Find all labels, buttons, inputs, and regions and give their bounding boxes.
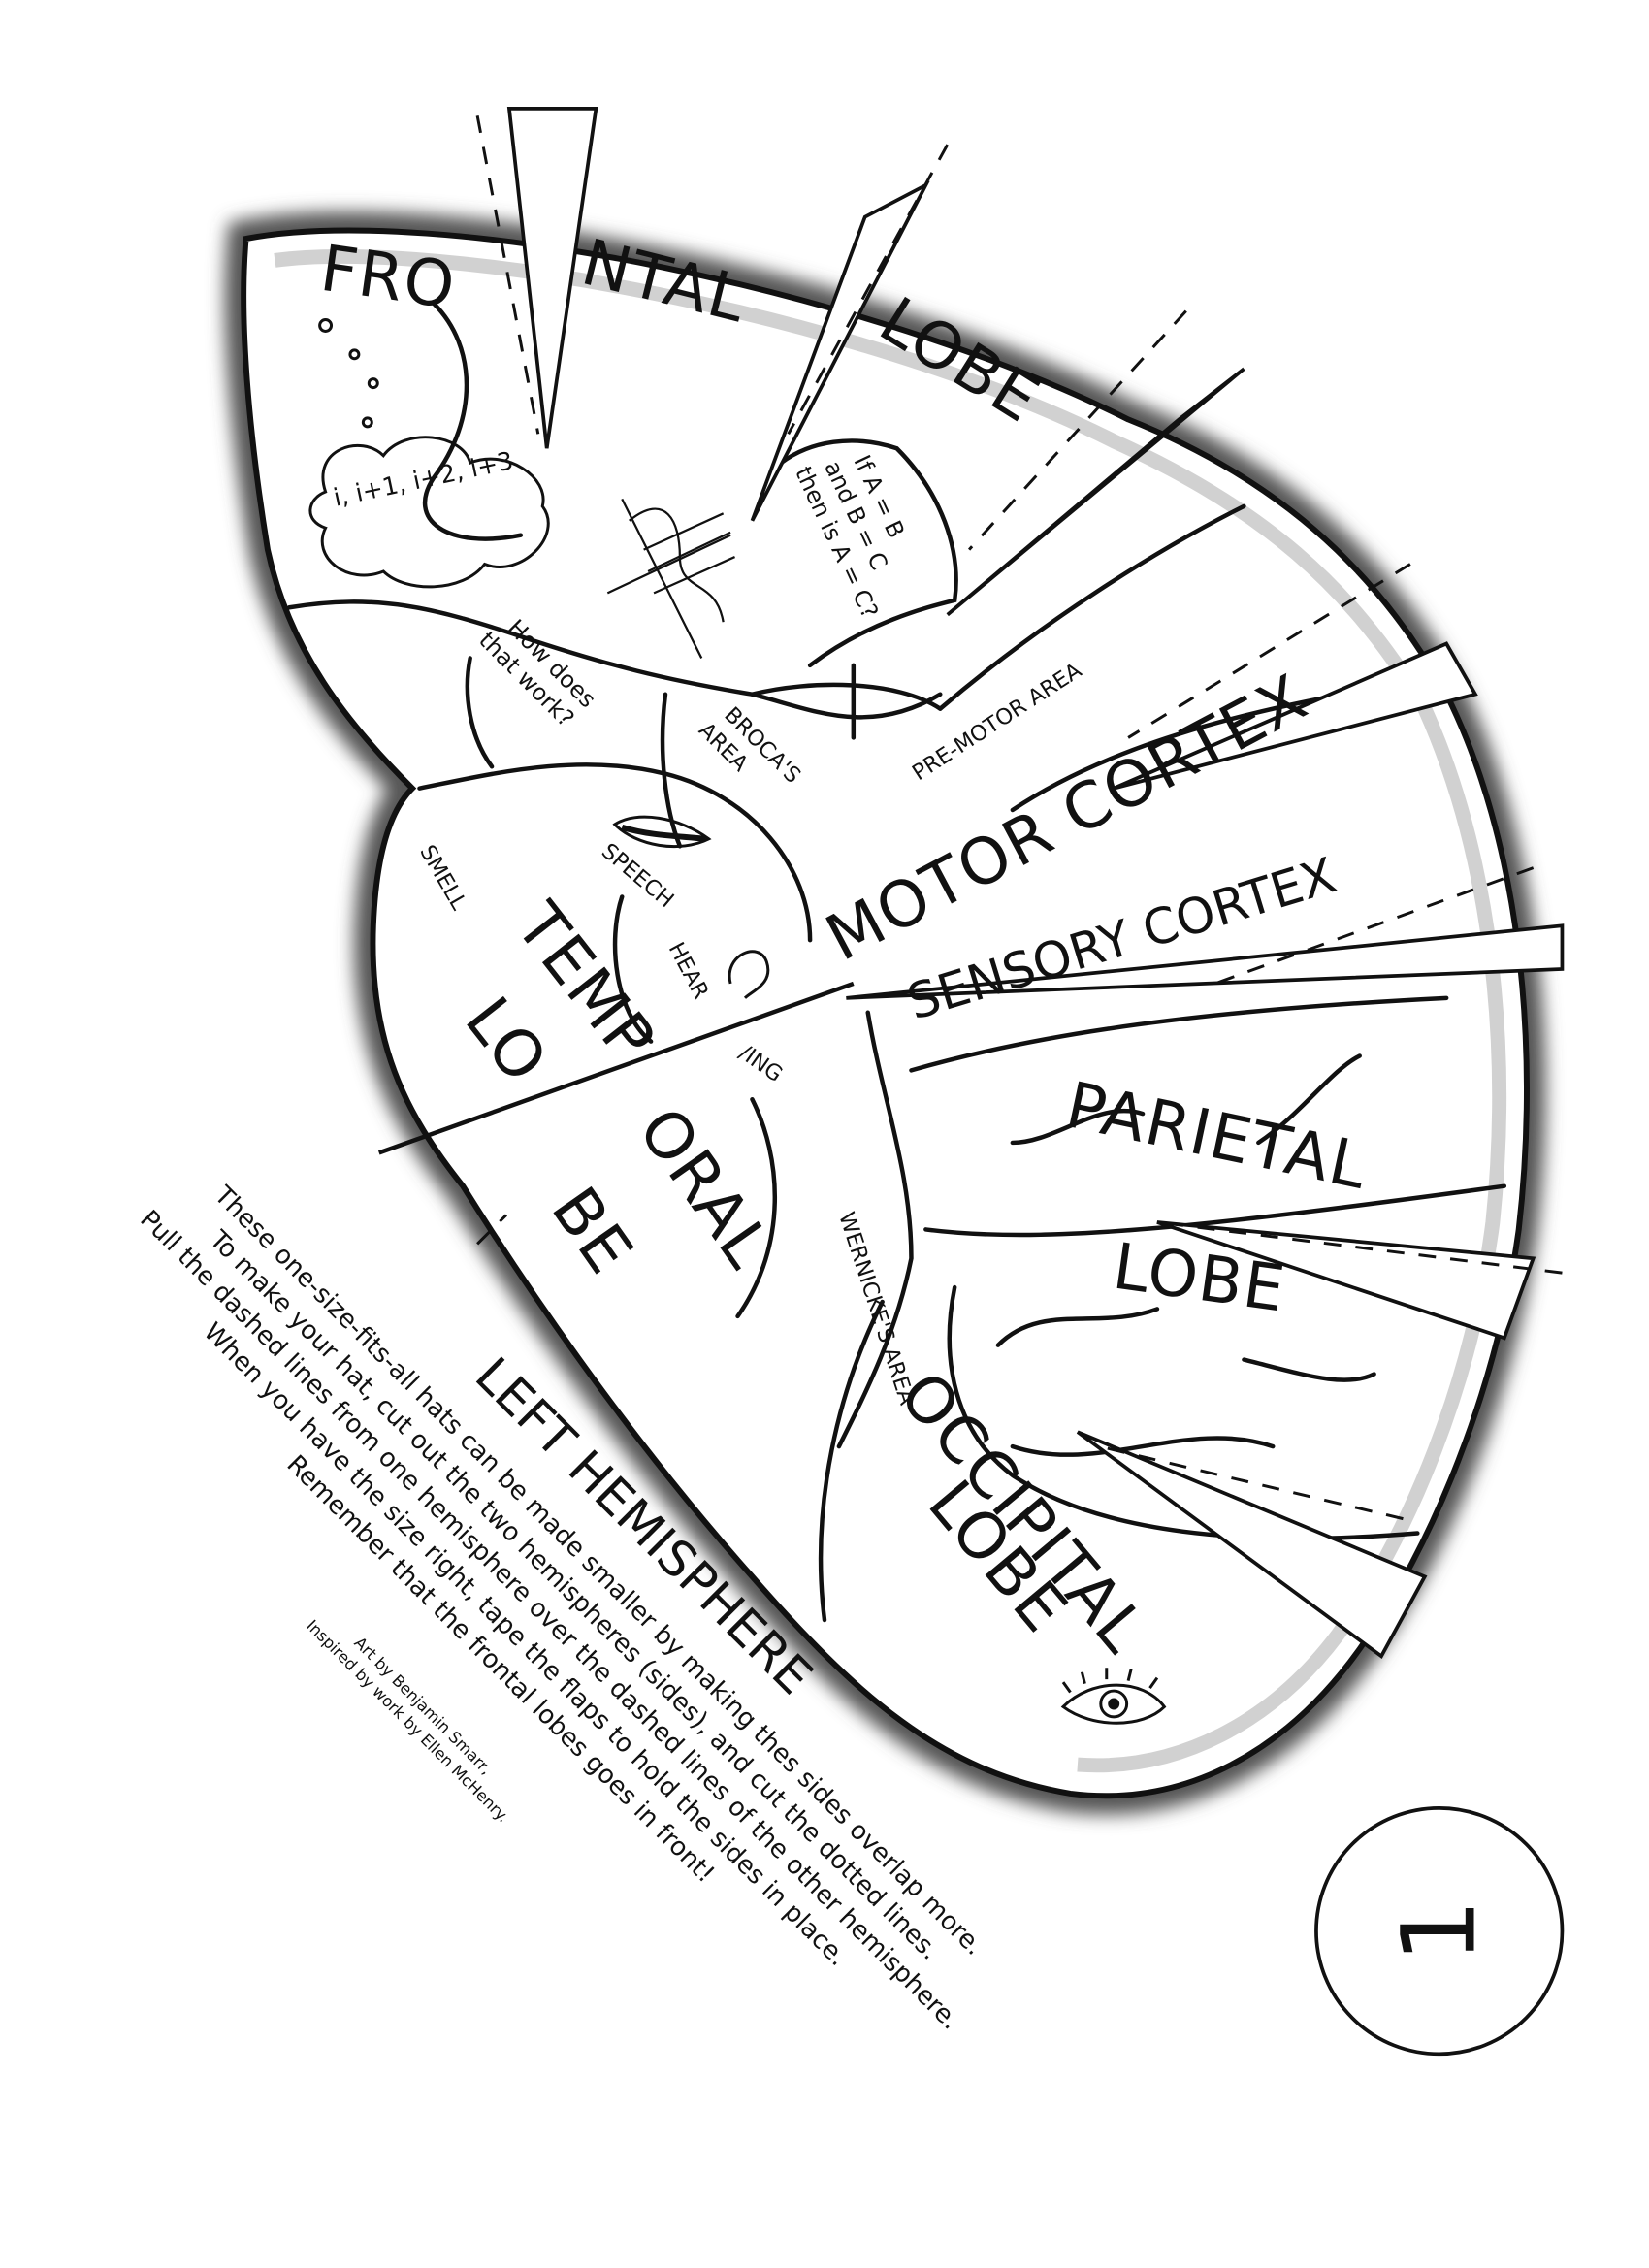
thought-cloud-icon (308, 318, 550, 589)
dashed-fold-lines (475, 115, 1563, 1521)
frontal-label-part1: FRO (316, 232, 461, 324)
eye-icon (1060, 1668, 1167, 1725)
brain-hemisphere (224, 211, 1546, 1815)
region-borders (287, 301, 1507, 1623)
page-number-badge: 1 (1314, 1805, 1565, 2057)
mouth-icon (612, 815, 712, 849)
graph-doodle-icon (606, 498, 736, 659)
ear-icon (728, 950, 770, 999)
page-number: 1 (1380, 1898, 1499, 1962)
cut-wedges (377, 106, 1565, 1660)
